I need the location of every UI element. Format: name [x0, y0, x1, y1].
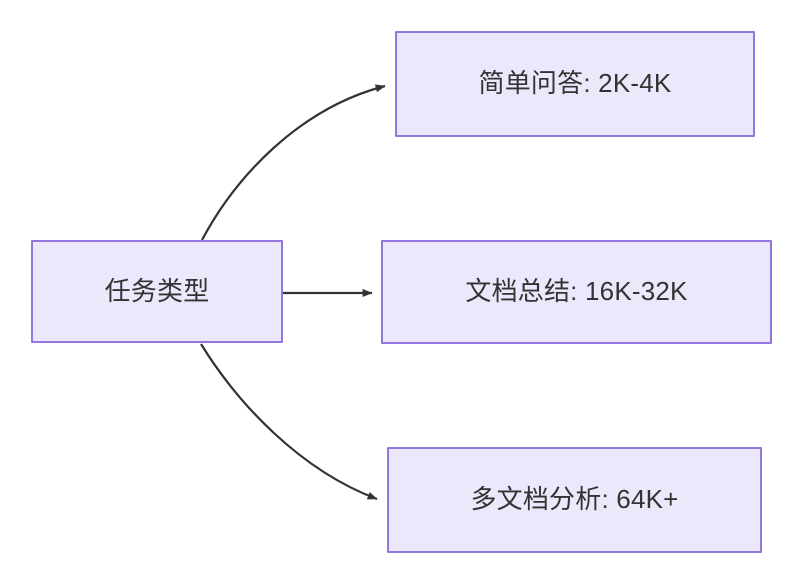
node-root-label: 任务类型 — [104, 275, 210, 306]
node-multi-doc-analysis-label: 多文档分析: 64K+ — [470, 484, 679, 515]
node-simple-qa-label: 简单问答: 2K-4K — [478, 68, 672, 99]
node-doc-summary[interactable]: 文档总结: 16K-32K — [381, 240, 772, 344]
edge-root-to-simple-qa — [201, 84, 386, 241]
node-simple-qa[interactable]: 简单问答: 2K-4K — [395, 31, 755, 137]
edge-root-to-multi-doc — [200, 343, 378, 501]
node-doc-summary-label: 文档总结: 16K-32K — [465, 276, 688, 307]
node-multi-doc-analysis[interactable]: 多文档分析: 64K+ — [387, 447, 762, 553]
node-root-task-type[interactable]: 任务类型 — [31, 240, 283, 343]
